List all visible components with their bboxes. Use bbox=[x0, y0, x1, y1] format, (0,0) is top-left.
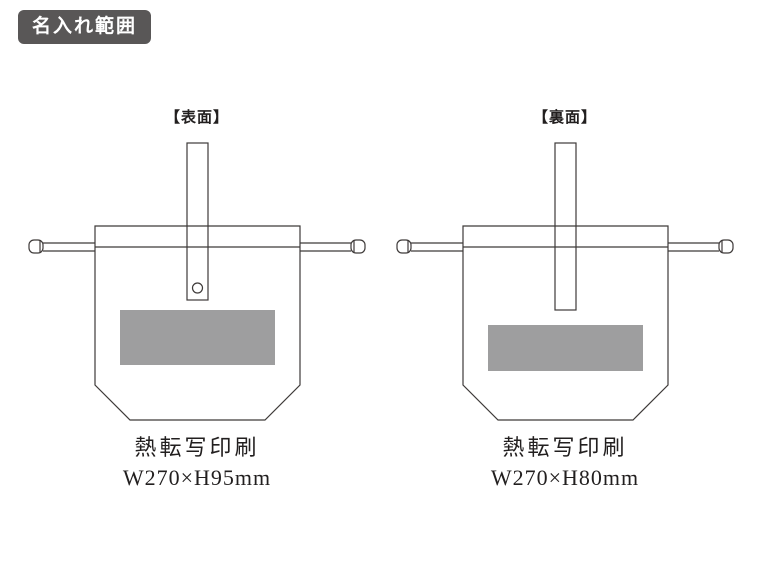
front-bag-illustration bbox=[28, 142, 366, 421]
bag-outline bbox=[94, 225, 301, 421]
handle-strap bbox=[186, 142, 209, 301]
back-panel: 【裏面】 熱転写印刷 W270×H80mm bbox=[385, 108, 745, 493]
strap-snap-button bbox=[191, 282, 204, 294]
front-side-label: 【表面】 bbox=[164, 109, 229, 126]
back-side-label: 【裏面】 bbox=[532, 109, 597, 126]
back-print-method: 熱転写印刷 bbox=[502, 435, 628, 460]
front-panel: 【表面】 熱転写印刷 W270×H95mm bbox=[17, 108, 377, 493]
cord-end-right bbox=[350, 239, 366, 254]
front-print-method: 熱転写印刷 bbox=[134, 435, 260, 460]
print-area-back bbox=[488, 325, 643, 371]
front-print-size: W270×H95mm bbox=[122, 465, 272, 490]
bag-outline bbox=[462, 225, 669, 421]
cord-end-left bbox=[28, 239, 44, 254]
print-area-front bbox=[120, 310, 275, 365]
back-print-size: W270×H80mm bbox=[490, 465, 640, 490]
page-title-badge: 名入れ範囲 bbox=[18, 10, 152, 44]
back-bag-illustration bbox=[396, 142, 734, 421]
handle-strap bbox=[554, 142, 577, 311]
cord-end-left bbox=[396, 239, 412, 254]
cord-end-right bbox=[718, 239, 734, 254]
